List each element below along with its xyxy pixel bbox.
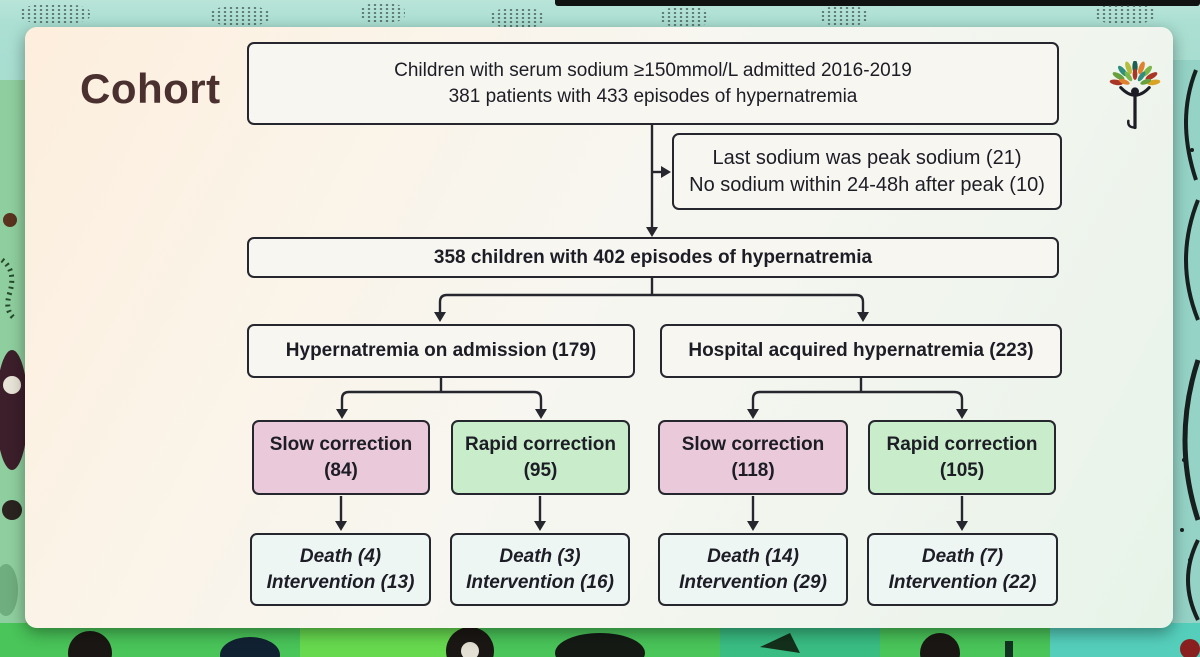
outcome-death: Death (4) bbox=[299, 546, 382, 568]
correction-label: Rapid correction bbox=[465, 434, 616, 456]
outcome-intervention: Intervention (16) bbox=[466, 571, 614, 593]
rapid-correction-box-hospital: Rapid correction (105) bbox=[868, 420, 1056, 495]
outcome-death: Death (14) bbox=[707, 546, 799, 568]
speckle-cluster bbox=[820, 6, 868, 26]
branch-hospital-label: Hospital acquired hypernatremia (223) bbox=[688, 340, 1034, 362]
speckle-cluster bbox=[210, 6, 270, 26]
correction-count: (105) bbox=[939, 459, 985, 481]
branch-admission-label: Hypernatremia on admission (179) bbox=[285, 340, 597, 362]
included-cohort-box: 358 children with 402 episodes of hypern… bbox=[247, 237, 1059, 278]
correction-label: Slow correction bbox=[269, 434, 413, 456]
correction-count: (84) bbox=[324, 459, 358, 481]
speckle-cluster bbox=[20, 4, 90, 24]
correction-count: (95) bbox=[523, 459, 558, 481]
branch-admission-box: Hypernatremia on admission (179) bbox=[247, 324, 635, 378]
outcome-death: Death (7) bbox=[921, 546, 1004, 568]
page-title: Cohort bbox=[80, 65, 221, 112]
outcome-box-3: Death (14) Intervention (29) bbox=[658, 533, 848, 606]
outcome-death: Death (3) bbox=[499, 546, 581, 568]
exclusion-line1: Last sodium was peak sodium (21) bbox=[712, 147, 1022, 170]
screen-edge-bar bbox=[555, 0, 1200, 6]
left-mural-decoration bbox=[0, 80, 26, 628]
slow-correction-box-hospital: Slow correction (118) bbox=[658, 420, 848, 495]
top-cohort-line1: Children with serum sodium ≥150mmol/L ad… bbox=[394, 60, 912, 82]
rapid-correction-box-admission: Rapid correction (95) bbox=[451, 420, 630, 495]
exclusion-line2: No sodium within 24-48h after peak (10) bbox=[689, 173, 1045, 196]
outcome-intervention: Intervention (22) bbox=[888, 571, 1037, 593]
correction-label: Rapid correction bbox=[886, 434, 1038, 456]
slow-correction-box-admission: Slow correction (84) bbox=[252, 420, 430, 495]
bottom-mural-decoration bbox=[0, 623, 1200, 657]
included-cohort-text: 358 children with 402 episodes of hypern… bbox=[433, 246, 873, 268]
outcome-intervention: Intervention (29) bbox=[679, 571, 827, 593]
speckle-cluster bbox=[490, 8, 545, 28]
tree-person-logo-icon bbox=[1109, 61, 1161, 130]
correction-label: Slow correction bbox=[681, 434, 825, 456]
outcome-intervention: Intervention (13) bbox=[266, 571, 415, 593]
outcome-box-2: Death (3) Intervention (16) bbox=[450, 533, 630, 606]
top-cohort-line2: 381 patients with 433 episodes of hypern… bbox=[448, 85, 858, 107]
branch-hospital-box: Hospital acquired hypernatremia (223) bbox=[660, 324, 1062, 378]
speckle-cluster bbox=[1095, 4, 1155, 24]
outcome-box-4: Death (7) Intervention (22) bbox=[867, 533, 1058, 606]
speckle-cluster bbox=[360, 3, 405, 23]
correction-count: (118) bbox=[731, 459, 775, 481]
right-mural-decoration bbox=[1172, 60, 1200, 630]
top-cohort-box: Children with serum sodium ≥150mmol/L ad… bbox=[247, 42, 1059, 125]
outcome-box-1: Death (4) Intervention (13) bbox=[250, 533, 431, 606]
exclusion-box: Last sodium was peak sodium (21) No sodi… bbox=[672, 133, 1062, 210]
speckle-cluster bbox=[660, 7, 710, 27]
